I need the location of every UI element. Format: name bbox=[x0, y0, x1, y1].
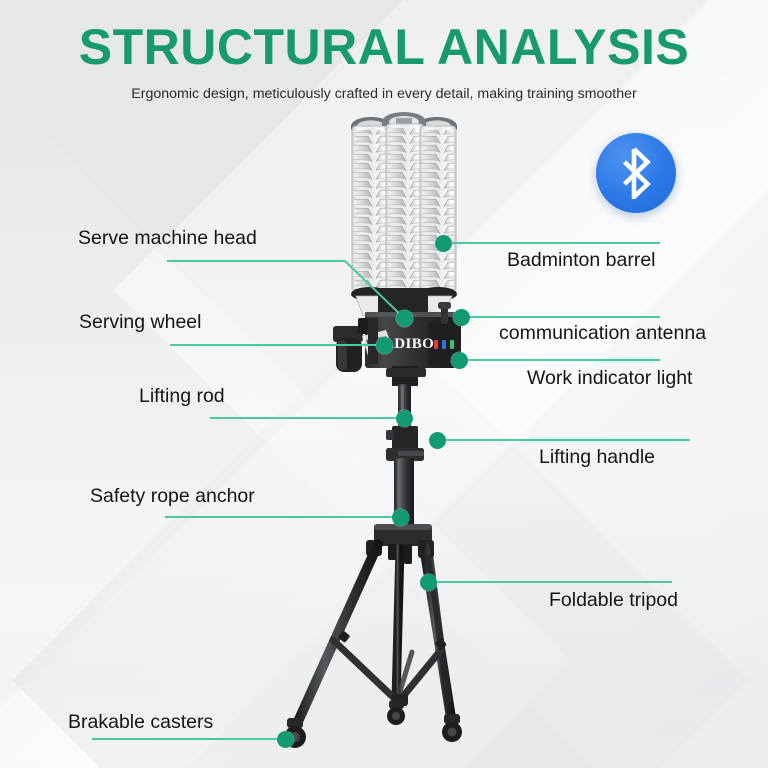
brakable-casters bbox=[284, 700, 462, 748]
dot-lifting-rod bbox=[396, 410, 413, 427]
callout-brakable-casters: Brakable casters bbox=[68, 711, 214, 733]
foldable-tripod-legs bbox=[291, 539, 457, 731]
caster-right bbox=[442, 714, 462, 742]
callout-foldable-tripod: Foldable tripod bbox=[549, 589, 678, 611]
callout-safety-rope-anchor: Safety rope anchor bbox=[90, 485, 255, 507]
caster-back bbox=[387, 700, 405, 725]
serve-machine-head-group: ADIBO bbox=[333, 288, 461, 386]
callout-lifting-rod: Lifting rod bbox=[139, 385, 225, 407]
callout-serving-wheel: Serving wheel bbox=[79, 311, 202, 333]
callout-badminton-barrel: Badminton barrel bbox=[507, 249, 656, 271]
callout-work-indicator-light: Work indicator light bbox=[527, 367, 693, 389]
dot-badminton-barrel bbox=[435, 235, 452, 252]
page-subtitle: Ergonomic design, meticulously crafted i… bbox=[131, 86, 637, 102]
page-title: STRUCTURAL ANALYSIS bbox=[78, 19, 690, 75]
dot-serving-wheel bbox=[376, 337, 393, 354]
callout-communication-antenna: communication antenna bbox=[499, 322, 707, 344]
bluetooth-icon bbox=[622, 147, 651, 199]
dot-work-indicator-light bbox=[451, 352, 468, 369]
bluetooth-badge bbox=[596, 133, 676, 213]
dot-brakable-casters bbox=[277, 731, 294, 748]
brand-logo-text: ADIBO bbox=[383, 336, 434, 352]
dot-safety-rope-anchor bbox=[392, 509, 409, 526]
badminton-barrel-group bbox=[351, 112, 457, 319]
dot-serve-machine-head bbox=[396, 310, 413, 327]
callout-serve-machine-head: Serve machine head bbox=[78, 227, 257, 249]
dot-foldable-tripod bbox=[420, 574, 437, 591]
dot-lifting-handle bbox=[429, 432, 446, 449]
work-indicator-lights bbox=[434, 340, 454, 349]
dot-communication-antenna bbox=[453, 309, 470, 326]
callout-lifting-handle: Lifting handle bbox=[539, 446, 656, 468]
